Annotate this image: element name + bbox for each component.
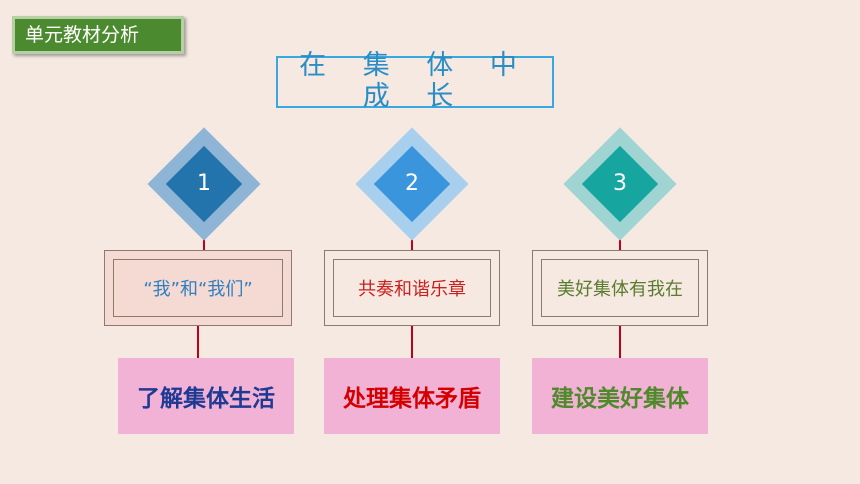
unit-1-topic-label: 了解集体生活 (137, 386, 275, 412)
unit-1-topic: 了解集体生活 (118, 358, 294, 434)
unit-1-number: 1 (197, 171, 211, 196)
connector-line-1-top (203, 236, 205, 250)
unit-3-subtitle-frame: 美好集体有我在 (532, 250, 708, 326)
unit-2-topic: 处理集体矛盾 (324, 358, 500, 434)
unit-1-subtitle: “我”和“我们” (113, 259, 283, 317)
unit-3-subtitle: 美好集体有我在 (541, 259, 699, 317)
unit-2-subtitle-frame: 共奏和谐乐章 (324, 250, 500, 326)
connector-line-2-top (411, 236, 413, 250)
unit-2-topic-label: 处理集体矛盾 (343, 386, 481, 412)
unit-1-subtitle-frame: “我”和“我们” (104, 250, 292, 326)
section-tag-label: 单元教材分析 (25, 24, 140, 46)
unit-3-topic: 建设美好集体 (532, 358, 708, 434)
unit-3-topic-label: 建设美好集体 (551, 386, 689, 412)
connector-line-3-top (619, 236, 621, 250)
connector-line-1-bottom (197, 326, 199, 358)
title-box: 在 集 体 中 成 长 (276, 50, 554, 112)
unit-3-number: 3 (613, 171, 627, 196)
section-tag: 单元教材分析 (12, 16, 184, 54)
unit-2-number: 2 (405, 171, 419, 196)
connector-line-2-bottom (411, 326, 413, 358)
connector-line-3-bottom (619, 326, 621, 358)
unit-2-subtitle: 共奏和谐乐章 (333, 259, 491, 317)
page-title: 在 集 体 中 成 长 (299, 50, 531, 112)
